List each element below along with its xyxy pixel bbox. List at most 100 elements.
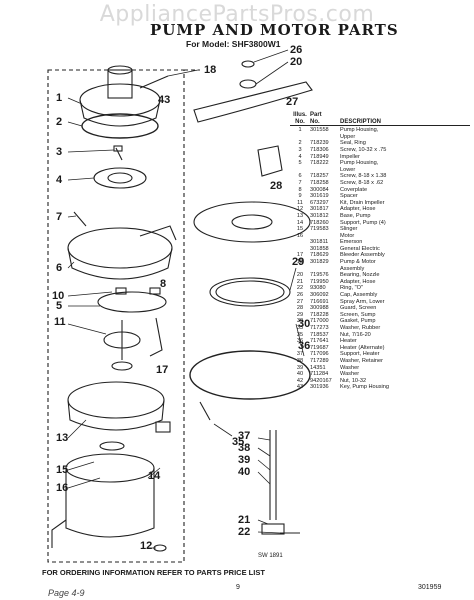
cell-part-no: 93080 [310,285,326,292]
table-row: 7 718258 Screw, 8-18 x .62 [290,180,470,187]
drawing-number: SW 1891 [258,553,283,559]
cell-part-no: 718949 [310,153,329,160]
callout-20: 20 [290,56,303,68]
callout-11: 11 [54,316,66,328]
pump-housing-upper [79,65,169,127]
cell-part-no: 301936 [310,384,329,391]
cell-illus-no: 13 [296,212,304,219]
table-row: Upper [290,134,470,141]
callout-22: 22 [238,526,251,538]
cell-description: Nut, 7/16-20 [340,331,371,338]
callout-15: 15 [56,464,69,476]
cell-description: Pump Housing, [340,160,379,167]
table-header-row-1: Illus. Part [290,112,470,119]
cell-part-no [310,167,340,174]
cell-illus-no: 37 [296,351,304,358]
handwritten-note: Page 4-9 [48,588,85,598]
cell-part-no: 719687 [310,344,329,351]
cell-illus-no [290,246,310,253]
cell-part-no: 14351 [310,364,326,371]
callout-18: 18 [204,64,217,76]
callout-3: 3 [56,146,63,158]
cell-description: Ring, "O" [340,285,363,292]
cell-description: Screen, Sump [340,311,376,318]
cell-description: Washer, Retainer [340,357,384,364]
cell-description: Upper [340,133,356,140]
cell-description: Pump Housing, [340,127,379,134]
cell-part-no [310,233,340,240]
cell-illus-no: 15 [296,226,304,233]
screw-impeller [113,145,123,161]
model-subtitle: For Model: SHF3800W1 [186,39,281,49]
cell-description: Washer, Rubber [340,325,381,331]
cell-illus-no: 7 [298,179,302,186]
cell-part-no: 306092 [310,292,329,299]
callout-14: 14 [148,470,161,482]
cell-part-no: 301619 [310,193,329,200]
cell-part-no: 9420167 [310,377,332,384]
cell-part-no: 717641 [310,338,329,345]
cell-description: Screw, 8-18 x 1.38 [340,173,387,180]
header-illus: Illus. [293,112,307,118]
cell-description: Support, Heater [340,351,380,358]
callout-39: 39 [238,454,251,466]
cell-description: Coverplate [340,186,368,193]
cell-part-no: 711284 [310,371,329,378]
cell-part-no: 718257 [310,173,329,180]
cell-description: Key, Pump Housing [340,384,390,391]
cell-description: Support, Pump (4) [340,219,386,226]
callout-27: 27 [286,96,299,108]
cell-part-no: 718222 [310,160,329,167]
callout-2: 2 [56,116,63,128]
cell-description: Screw, 8-18 x .62 [340,179,384,186]
cell-illus-no [290,239,310,246]
cell-illus-no [290,345,310,352]
cell-description: Washer [340,364,360,371]
page-title: PUMP AND MOTOR PARTS [150,21,399,39]
cell-description: Bearing, Nozzle [340,272,380,279]
cell-illus-no: 33 [296,325,304,331]
cell-illus-no: 21 [296,278,304,285]
cell-part-no: 719950 [310,278,329,285]
header-part: Part [310,112,322,118]
cell-description: Lower [340,166,356,173]
screen-guard [257,145,283,177]
cell-part-no: 718258 [310,179,329,186]
cell-illus-no: 2 [298,140,302,147]
spray-arm-lower [193,60,313,123]
cell-illus-no [290,167,310,174]
page-number: 9 [236,584,240,591]
leader-lines [67,49,305,549]
cell-description: Kit, Drain Impeller [340,199,385,206]
callout-4: 4 [56,174,63,186]
cell-illus-no: 27 [296,298,304,305]
cell-illus-no: 6 [298,173,302,180]
cell-description: Washer [340,371,360,378]
cell-illus-no: 22 [296,285,304,292]
callout-38: 38 [238,442,251,454]
document-id: 301959 [418,584,442,591]
impeller [93,167,147,189]
cell-description: Pump & Motor [340,259,376,266]
cell-illus-no: 20 [296,272,304,279]
header-description: DESCRIPTION [340,118,382,125]
cell-part-no: 301812 [310,212,329,219]
cell-part-no [310,266,340,273]
cell-illus-no: 5 [298,160,302,167]
cell-illus-no: 11 [297,199,303,206]
motor [51,453,167,552]
